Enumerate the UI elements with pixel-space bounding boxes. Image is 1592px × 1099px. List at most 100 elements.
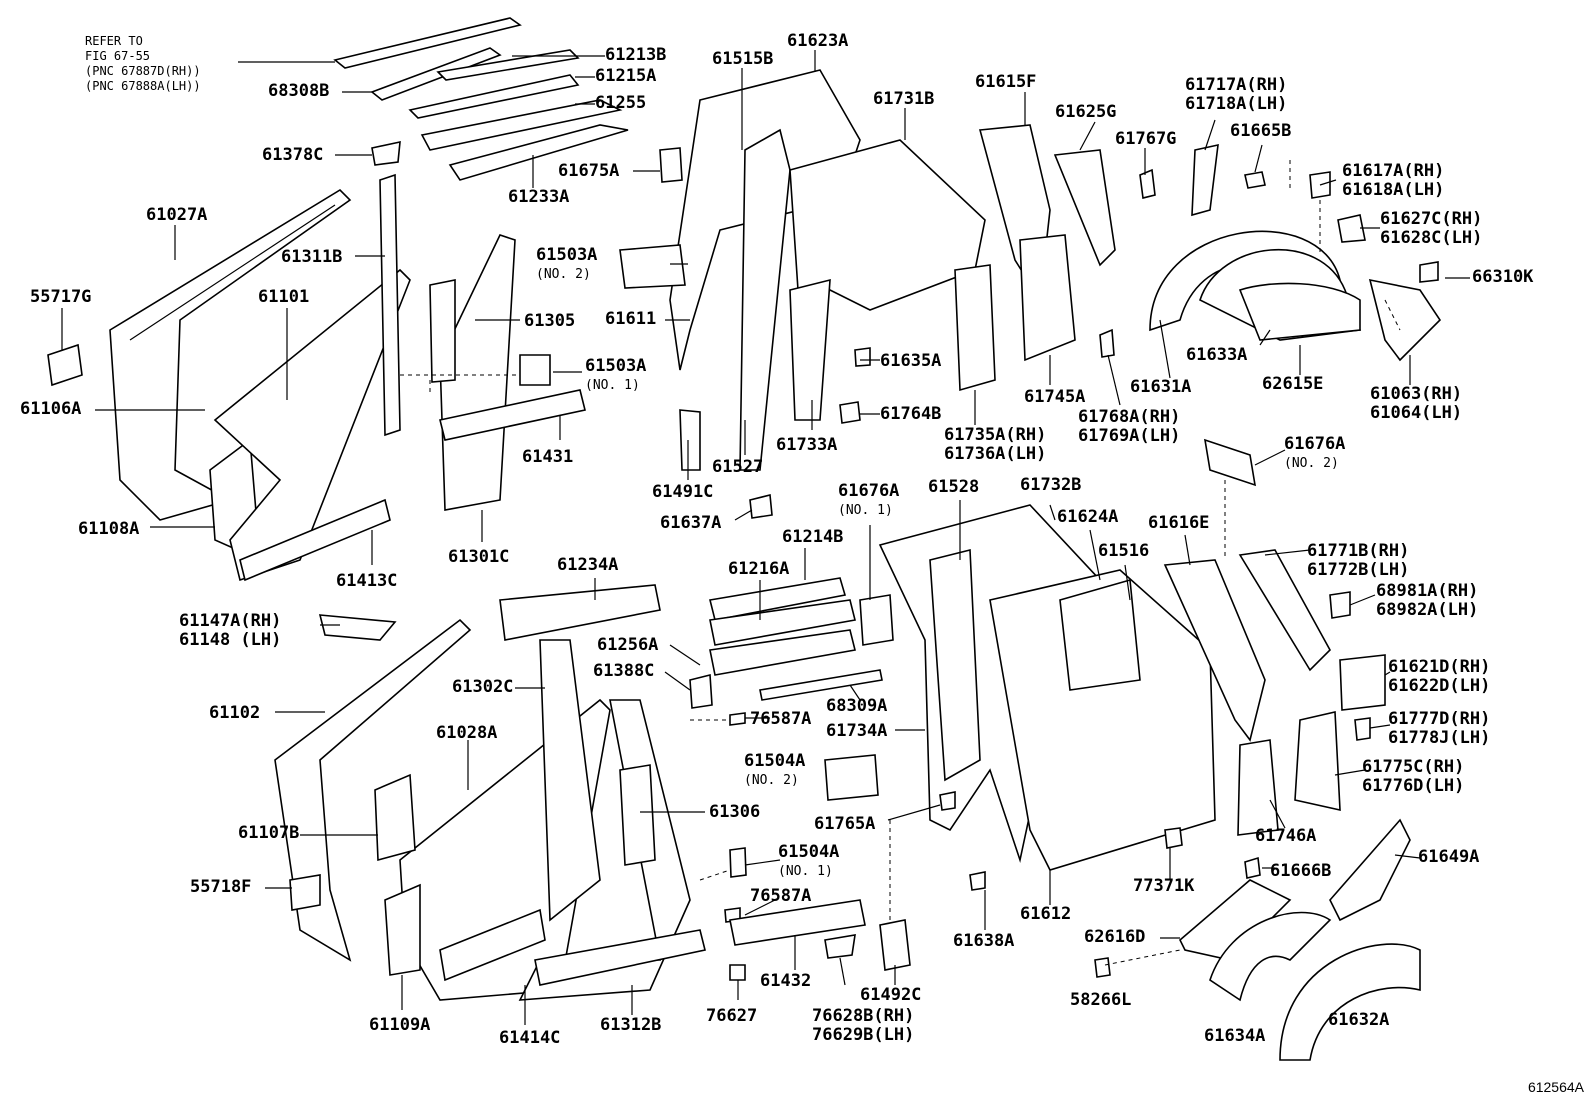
part-label: 61311B [281,248,342,267]
part-number: 61147A(RH) [179,611,282,631]
part-label: 61108A [78,520,139,539]
part-number: 61617A(RH) [1342,161,1445,181]
part-label: 61611 [605,310,656,329]
part-label: 61106A [20,400,81,419]
part-number-lh: 61622D(LH) [1388,676,1491,696]
part-number: 61775C(RH) [1362,757,1465,777]
part-label: 61503A (NO. 2) [536,246,597,284]
part-label: 61717A(RH)61718A(LH) [1185,76,1287,114]
part-number: 61255 [595,93,647,113]
part-label: 61378C [262,146,323,165]
part-number: 61665B [1230,121,1292,141]
part-number: 61616E [1148,513,1210,533]
part-number: 61215A [595,66,657,86]
front-side-upper [47,140,586,582]
part-number: 61631A [1130,377,1192,397]
part-label: 61627C(RH)61628C(LH) [1380,210,1482,248]
part-label: 61665B [1230,122,1291,141]
part-number-lh: 61769A(LH) [1078,426,1181,446]
part-number: 61414C [499,1028,561,1048]
center-lower-parts [689,577,911,981]
part-label: 61734A [826,722,887,741]
part-number-lh: 61778J(LH) [1388,728,1491,748]
part-note: (NO. 1) [585,378,640,393]
part-label: 61745A [1024,388,1085,407]
part-label: 61301C [448,548,509,567]
reference-note: REFER TO FIG 67-55 (PNC 67887D(RH)) (PNC… [85,34,201,93]
part-label: 58266L [1070,991,1131,1010]
part-number: 61306 [709,802,761,822]
part-number-lh: 61736A(LH) [944,444,1047,464]
part-label: 61616E [1148,514,1209,533]
part-label: 68309A [826,697,887,716]
rear-side-lower [878,504,1386,891]
part-number: 61101 [258,287,310,307]
part-number: 61623A [787,31,849,51]
roof-rail-parts [333,17,629,181]
part-label: 61767G [1115,130,1176,149]
part-number: 68981A(RH) [1376,581,1479,601]
part-number: 76587A [750,886,812,906]
part-label: 61649A [1418,848,1479,867]
part-number: 55717G [30,287,92,307]
part-number: 61746A [1255,826,1317,846]
part-number: 61516 [1098,541,1150,561]
part-label: 61102 [209,704,260,723]
part-number: 61638A [953,931,1015,951]
part-label: 61432 [760,972,811,991]
part-number-lh: 61064(LH) [1370,403,1463,423]
part-label: 61768A(RH)61769A(LH) [1078,408,1180,446]
part-number: 62615E [1262,374,1324,394]
part-label: 61305 [524,312,575,331]
part-number: 61731B [873,89,935,109]
part-label: 61771B(RH)61772B(LH) [1307,542,1409,580]
part-label: 61063(RH)61064(LH) [1370,385,1462,423]
part-number: 61234A [557,555,619,575]
part-number: 61106A [20,399,82,419]
part-label: 61746A [1255,827,1316,846]
part-number: 61301C [448,547,510,567]
part-number: 61735A(RH) [944,425,1047,445]
part-label: 61504A(NO. 1) [778,843,839,881]
part-number: 61734A [826,721,888,741]
part-label: 61101 [258,288,309,307]
part-label: 61256A [597,636,658,655]
part-label: 61504A(NO. 2) [744,752,805,790]
part-number: 76587A [750,709,812,729]
part-number-lh: 68982A(LH) [1376,600,1479,620]
part-number: 68308B [268,81,330,101]
part-number: 61637A [660,513,722,533]
part-number: 61378C [262,145,324,165]
part-number: 61503A [585,356,647,376]
part-label: 61625G [1055,103,1116,122]
part-label: 61492C [860,986,921,1005]
part-number: 61233A [508,187,570,207]
part-number: 61027A [146,205,208,225]
part-number: 61491C [652,482,714,502]
part-number: 61732B [1020,475,1082,495]
part-label: 68308B [268,82,329,101]
part-number: 76627 [706,1006,758,1026]
part-number: 61624A [1057,507,1119,527]
part-label: 61516 [1098,542,1149,561]
part-number: 61777D(RH) [1388,709,1491,729]
part-number: 61612 [1020,904,1072,924]
wheel-housing-lower [1094,818,1421,1061]
part-number: 61413C [336,571,398,591]
leader-lines [61,50,1470,1025]
part-number: 61632A [1328,1010,1390,1030]
part-number: 61675A [558,161,620,181]
part-label: 62616D [1084,928,1145,947]
part-label: 61528 [928,478,979,497]
part-label: 61775C(RH)61776D(LH) [1362,758,1464,796]
part-number: 61615F [975,72,1037,92]
part-number: 61503A [536,245,598,265]
part-number: 61515B [712,49,774,69]
part-label: 61637A [660,514,721,533]
part-note: (NO. 2) [536,267,591,282]
part-label: 61632A [1328,1011,1389,1030]
part-number-lh: 61776D(LH) [1362,776,1465,796]
part-number: 61504A [778,842,840,862]
part-number: 61527 [712,457,764,477]
